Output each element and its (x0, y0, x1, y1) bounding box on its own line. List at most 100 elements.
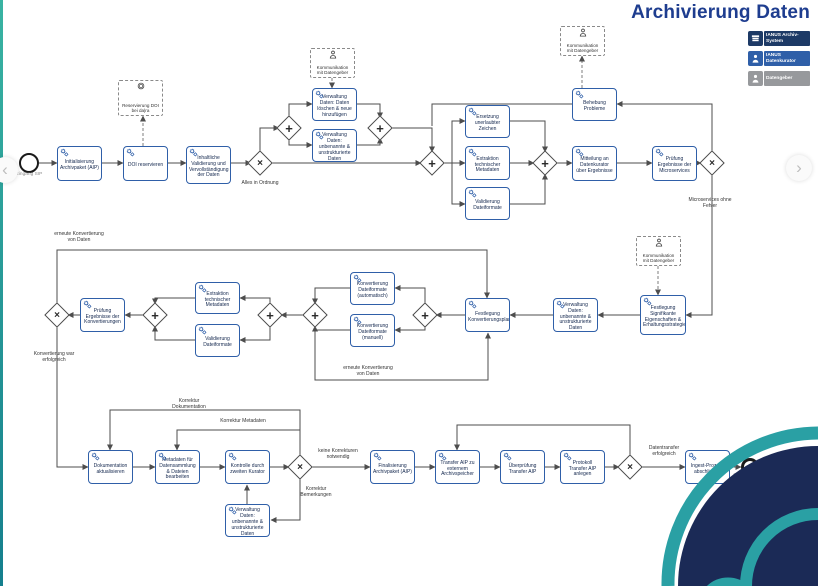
carousel-prev-button[interactable]: ‹ (0, 157, 18, 183)
parallel-gateway-icon: + (151, 307, 159, 323)
gateway-korrekturen: × (287, 454, 313, 480)
task-verwaltung-daten-unbenannte-1: Verwaltung Daten: unbenannte & unstruktu… (312, 129, 357, 162)
gateway-parallel-join-4: + (142, 302, 168, 328)
node-label: Kontrolle durch zweiten Kurator (230, 462, 265, 475)
node-label: Konvertierung Dateiformate (manuell) (356, 323, 389, 341)
edge-label: Datentransfer erfolgreich (648, 445, 680, 457)
node-label: Mitteilung an Datenkurator über Ergebnis… (576, 156, 613, 174)
gateway-parallel-join-1: + (367, 115, 393, 141)
task-protokoll-transfer: Protokoll Transfer AIP anlegen (560, 450, 605, 484)
event-start: Eingang SIP (16, 153, 42, 177)
node-label: Festlegung Signifikante Eigenschaften & … (643, 304, 686, 329)
exclusive-gateway-icon: × (297, 461, 303, 473)
chevron-right-icon: › (796, 158, 802, 177)
node-label: Kommunikation mit Datengeber (566, 42, 599, 53)
task-validierung-dateiformate-2: Validierung Dateiformate (195, 324, 240, 357)
gear-icon (91, 452, 100, 461)
legend-label: Datengeber (764, 71, 810, 86)
gear-icon (315, 90, 324, 99)
node-label: Verwaltung Daten: unbenannte & unstruktu… (318, 132, 351, 162)
curator-icon (748, 51, 763, 66)
exclusive-gateway-icon: × (709, 157, 715, 169)
gear-icon (373, 452, 382, 461)
gateway-parallel-join-2: + (532, 150, 558, 176)
task-initialisierung-aip: Initialisierung Archivpaket (AIP) (57, 146, 102, 181)
exclusive-gateway-icon: × (627, 461, 633, 473)
gear-icon (643, 297, 652, 306)
task-doi-reservieren: DOI reservieren (123, 146, 168, 181)
task-verwaltung-daten-loeschen: Verwaltung Daten: Daten löschen & neue h… (312, 88, 357, 121)
annotation-kommunikation-1: Kommunikation mit Datengeber (310, 48, 355, 78)
task-kontrolle-kurator: Kontrolle durch zweiten Kurator (225, 450, 270, 484)
node-label: Konvertierung Dateiformate (automatisch) (356, 281, 389, 299)
gear-icon (228, 506, 237, 515)
gear-icon (126, 148, 135, 157)
legend-item-2: IANUS Datenkurator (748, 51, 810, 66)
carousel-next-button[interactable]: › (786, 155, 812, 181)
edge-label: keine Korrekturen notwendig (318, 448, 358, 460)
gear-icon (468, 148, 477, 157)
node-label: Extraktion technischer Metadaten (474, 155, 501, 174)
node-label: Prüfung Ergebnisse der Microservices (657, 156, 692, 174)
event-label: AIP ist archiviert (732, 473, 768, 479)
edge-label: Korrektur Bemerkungen (300, 486, 332, 498)
person-icon (579, 28, 587, 37)
node-label: Transfer AIP zu externem Archivspeicher (440, 459, 475, 478)
task-extraktion-metadaten-2: Extraktion technischer Metadaten (195, 282, 240, 314)
parallel-gateway-icon: + (428, 155, 436, 171)
task-konvertierung-manuell: Konvertierung Dateiformate (manuell) (350, 314, 395, 347)
gear-icon (315, 131, 324, 140)
node-label: Überprüfung Transfer AIP (508, 462, 537, 475)
node-label: Ersetzung unerlaubter Zeichen (474, 114, 501, 132)
node-label: Inhaltliche Validierung und Vervollständ… (189, 154, 229, 179)
legend-label: IANUS Archiv-System (764, 31, 810, 46)
gear-icon (575, 148, 584, 157)
gateway-datentransfer: × (617, 454, 643, 480)
parallel-gateway-icon: + (266, 307, 274, 323)
node-label: Initialisierung Archivpaket (AIP) (60, 159, 99, 171)
gateway-microservices-fehler: × (699, 150, 725, 176)
node-label: Festlegung Konvertierungsplan (468, 310, 510, 323)
person-icon (748, 71, 763, 86)
node-label: Reservierung DOI bei da|ra (122, 102, 159, 113)
gear-icon (198, 284, 207, 293)
gear-icon (468, 107, 477, 116)
node-label: Metadaten für Datensammlung & Dateien be… (159, 456, 196, 481)
gear-icon (468, 300, 477, 309)
gear-icon (83, 300, 92, 309)
gateway-parallel-split-1: + (276, 115, 302, 141)
task-finalisierung-aip: Finalisierung Archivpaket (AIP) (370, 450, 415, 484)
gear-icon (563, 452, 572, 461)
task-pruefung-microservices: Prüfung Ergebnisse der Microservices (652, 146, 697, 181)
task-behebung-probleme: Behebung Probleme (572, 88, 617, 121)
exclusive-gateway-icon: × (54, 309, 60, 321)
parallel-gateway-icon: + (421, 307, 429, 323)
exclusive-gateway-icon: × (257, 157, 263, 169)
task-ersetzung-zeichen: Ersetzung unerlaubter Zeichen (465, 105, 510, 138)
edge-label: erneute Konvertierung von Daten (54, 231, 104, 243)
task-metadaten-bearbeiten: Metadaten für Datensammlung & Dateien be… (155, 450, 200, 484)
gear-icon (688, 452, 697, 461)
task-konvertierung-automatisch: Konvertierung Dateiformate (automatisch) (350, 272, 395, 305)
person-icon (655, 238, 663, 247)
task-extraktion-metadaten-1: Extraktion technischer Metadaten (465, 146, 510, 180)
node-label: Verwaltung Daten: unbenannte & unstruktu… (231, 507, 264, 537)
task-verwaltung-daten-unbenannte-3: Verwaltung Daten: unbenannte & unstruktu… (225, 504, 270, 537)
task-festlegung-eigenschaften: Festlegung Signifikante Eigenschaften & … (640, 295, 686, 335)
node-label: Dokumentation aktualisieren (93, 462, 128, 475)
annotation-kommunikation-2: Kommunikation mit Datengeber (560, 26, 605, 56)
node-label: Validierung Dateiformate (473, 199, 502, 211)
node-label: Kommunikation mit Datengeber (642, 252, 675, 263)
event-end: AIP ist archiviert (733, 458, 767, 478)
edge-label: Korrektur Dokumentation (172, 398, 206, 410)
node-label: Protokoll Transfer AIP anlegen (568, 459, 597, 478)
gear-icon (228, 452, 237, 461)
gateway-parallel-split-2: + (419, 150, 445, 176)
gear-icon (468, 189, 477, 198)
node-label: Verwaltung Daten: Daten löschen & neue h… (317, 94, 352, 118)
gear-icon (353, 274, 362, 283)
parallel-gateway-icon: + (285, 120, 293, 136)
gear-icon (189, 148, 198, 157)
